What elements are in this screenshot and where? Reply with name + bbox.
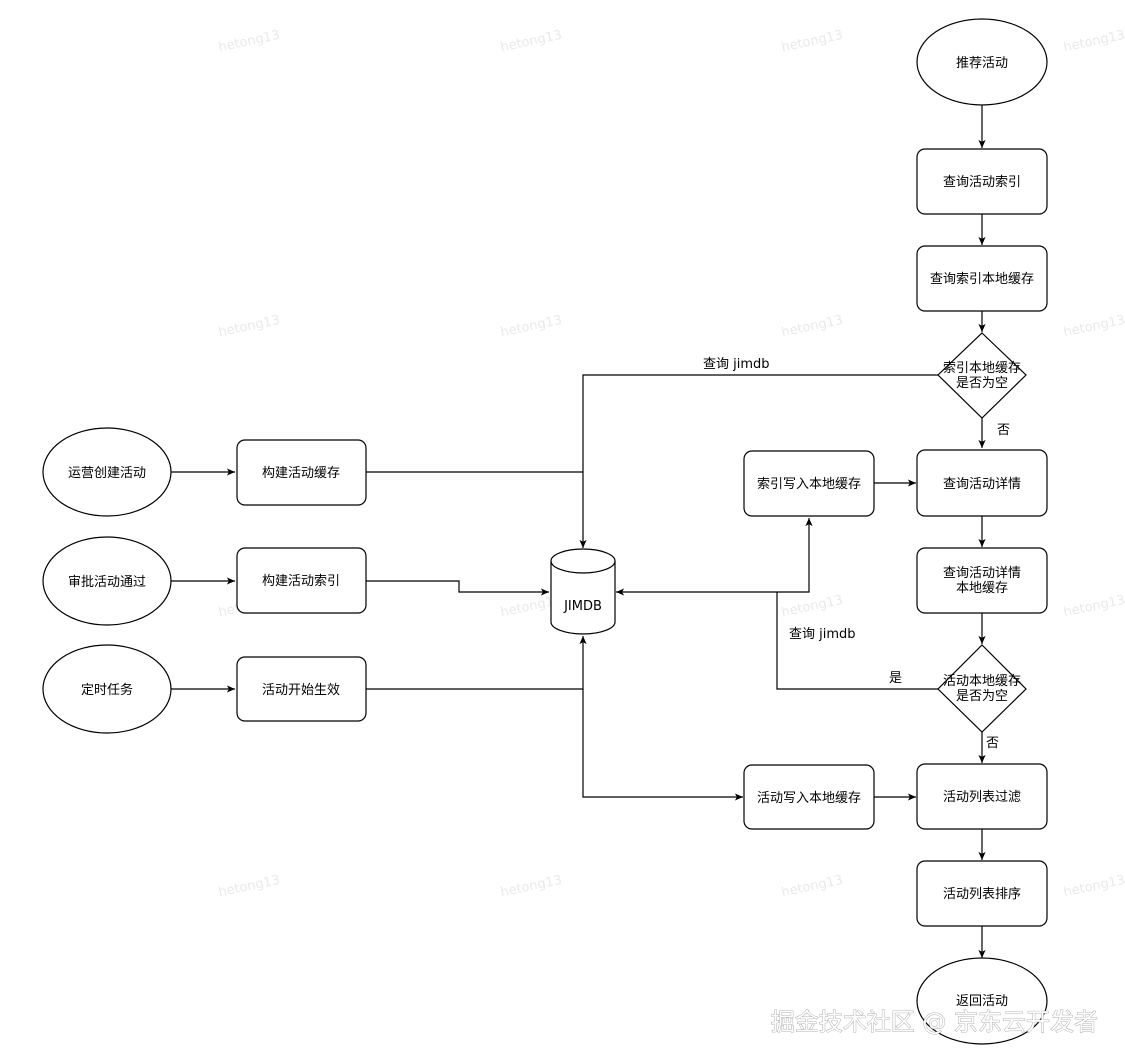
watermark-tile: hetong13 [1062, 313, 1125, 341]
node-approve [42, 536, 172, 626]
node-query-index-local [916, 245, 1048, 312]
footer-watermark: 掘金技术社区 @ 京东云开发者 [771, 1008, 1098, 1036]
label-query-detail-local-line1: 查询活动详情 [943, 566, 1021, 581]
node-scheduled [42, 644, 172, 734]
node-build-cache [236, 439, 367, 506]
watermark-tile: hetong13 [217, 313, 281, 341]
edge-activity-decision-to-jimdb [776, 592, 938, 690]
node-activity-effective [236, 656, 367, 722]
node-index-write-local [743, 450, 875, 517]
watermark-tile: hetong13 [1062, 873, 1125, 901]
label-query-index-local: 查询索引本地缓存 [930, 272, 1034, 287]
label-scheduled: 定时任务 [81, 682, 133, 698]
watermark-tile: hetong13 [780, 593, 844, 621]
label-query-detail-local-line2: 本地缓存 [956, 581, 1008, 596]
label-activity-cache-empty-line1: 活动本地缓存 [943, 674, 1021, 689]
label-jimdb: JIMDB [563, 599, 602, 614]
edge-jimdb-to-index-write [616, 518, 813, 596]
label-return: 返回活动 [956, 994, 1008, 1009]
node-jimdb [550, 548, 616, 635]
label-index-cache-empty-line2: 是否为空 [956, 376, 1008, 391]
node-query-detail [916, 449, 1048, 517]
edge-label-query-jimdb-top: 查询 jimdb [703, 357, 770, 372]
watermark-tile: hetong13 [217, 28, 281, 56]
watermark-tile: hetong13 [780, 28, 844, 56]
watermark-tile: hetong13 [499, 28, 563, 56]
label-recommend: 推荐活动 [956, 56, 1008, 71]
label-query-detail: 查询活动详情 [943, 477, 1021, 492]
node-index-cache-empty [937, 332, 1027, 419]
watermark-tile: hetong13 [1062, 28, 1125, 56]
edge-label-no-2: 否 [986, 736, 999, 751]
label-list-sort: 活动列表排序 [943, 887, 1021, 902]
label-ops-create: 运营创建活动 [68, 466, 146, 481]
node-recommend [916, 18, 1048, 106]
edge-effective-to-jimdb [366, 636, 587, 690]
label-build-cache: 构建活动缓存 [262, 466, 340, 481]
label-activity-effective: 活动开始生效 [262, 683, 340, 698]
node-return [916, 957, 1048, 1045]
watermark-tile: hetong13 [217, 873, 281, 901]
label-index-cache-empty-line1: 索引本地缓存 [943, 361, 1021, 376]
label-activity-write-local: 活动写入本地缓存 [757, 791, 861, 806]
node-jimdb-top-rim [550, 560, 616, 574]
node-ops-create [42, 427, 172, 517]
node-activity-cache-empty [937, 644, 1027, 733]
label-index-write-local: 索引写入本地缓存 [757, 477, 861, 492]
edge-label-yes: 是 [889, 671, 902, 686]
edge-jimdb-to-activity-write [582, 689, 743, 801]
watermark-tile: hetong13 [780, 313, 844, 341]
edge-label-no-1: 否 [997, 423, 1010, 438]
edge-label-query-jimdb-mid: 查询 jimdb [789, 627, 856, 642]
edge-decision-to-jimdb [579, 374, 938, 548]
edge-build-index-to-jimdb [366, 580, 549, 596]
label-query-index: 查询活动索引 [943, 175, 1021, 190]
node-build-index [236, 547, 367, 614]
node-list-sort [916, 860, 1048, 927]
watermark-tile: hetong13 [499, 313, 563, 341]
node-query-index [916, 148, 1048, 215]
label-approve: 审批活动通过 [68, 575, 146, 590]
watermark-tile: hetong13 [499, 873, 563, 901]
node-activity-write-local [743, 764, 875, 830]
label-list-filter: 活动列表过滤 [943, 790, 1021, 805]
label-activity-cache-empty-line2: 是否为空 [956, 689, 1008, 704]
node-list-filter [916, 763, 1048, 830]
watermark-tile: hetong13 [1062, 593, 1125, 621]
watermark-tile: hetong13 [780, 873, 844, 901]
label-build-index: 构建活动索引 [262, 574, 340, 589]
node-query-detail-local [916, 547, 1048, 614]
